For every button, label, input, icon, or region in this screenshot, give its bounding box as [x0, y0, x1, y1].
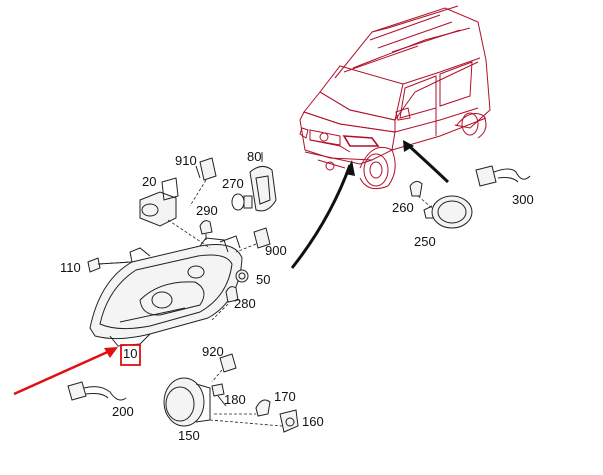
label-270: 270 [222, 176, 244, 191]
label-50: 50 [256, 272, 270, 287]
label-20: 20 [142, 174, 156, 189]
label-150: 150 [178, 428, 200, 443]
part-20-level-motor [139, 177, 211, 249]
label-920: 920 [202, 344, 224, 359]
selection-box-part-10 [120, 344, 141, 366]
part-920-clip [211, 353, 237, 383]
red-pointer-arrow [13, 347, 118, 396]
part-270-bulb [231, 193, 253, 211]
part-80-bracket [249, 152, 277, 212]
part-50-cap [235, 269, 249, 283]
label-170: 170 [274, 389, 296, 404]
van-illustration [299, 5, 491, 190]
label-250: 250 [414, 234, 436, 249]
part-250-fog-lamp [423, 195, 473, 229]
label-290: 290 [196, 203, 218, 218]
part-200-connector [67, 381, 127, 401]
part-110-screw [87, 257, 133, 273]
label-280: 280 [234, 296, 256, 311]
part-170-bulb [214, 399, 271, 417]
pointer-arrow-van-to-foglamp [406, 143, 450, 184]
label-260: 260 [392, 200, 414, 215]
label-110: 110 [60, 260, 81, 275]
part-290-bulb [199, 220, 213, 240]
label-180: 180 [224, 392, 246, 407]
label-80: 80 [247, 149, 261, 164]
label-300: 300 [512, 192, 534, 207]
label-910: 910 [175, 153, 197, 168]
headlight-assembly [89, 235, 243, 347]
part-150-fog-lamp [163, 377, 211, 427]
part-900-bulb-holder [235, 227, 271, 253]
part-910-bulb-holder [189, 157, 217, 207]
label-10: 10 [123, 346, 137, 361]
part-160-holder [209, 409, 299, 433]
label-900: 900 [265, 243, 287, 258]
label-200: 200 [112, 404, 134, 419]
pointer-arrow-van-to-headlight [290, 164, 352, 269]
part-300-connector [475, 165, 531, 187]
part-280-bulb [211, 286, 239, 321]
label-160: 160 [302, 414, 324, 429]
part-180-screw [211, 383, 227, 407]
part-260-bulb [409, 180, 433, 209]
